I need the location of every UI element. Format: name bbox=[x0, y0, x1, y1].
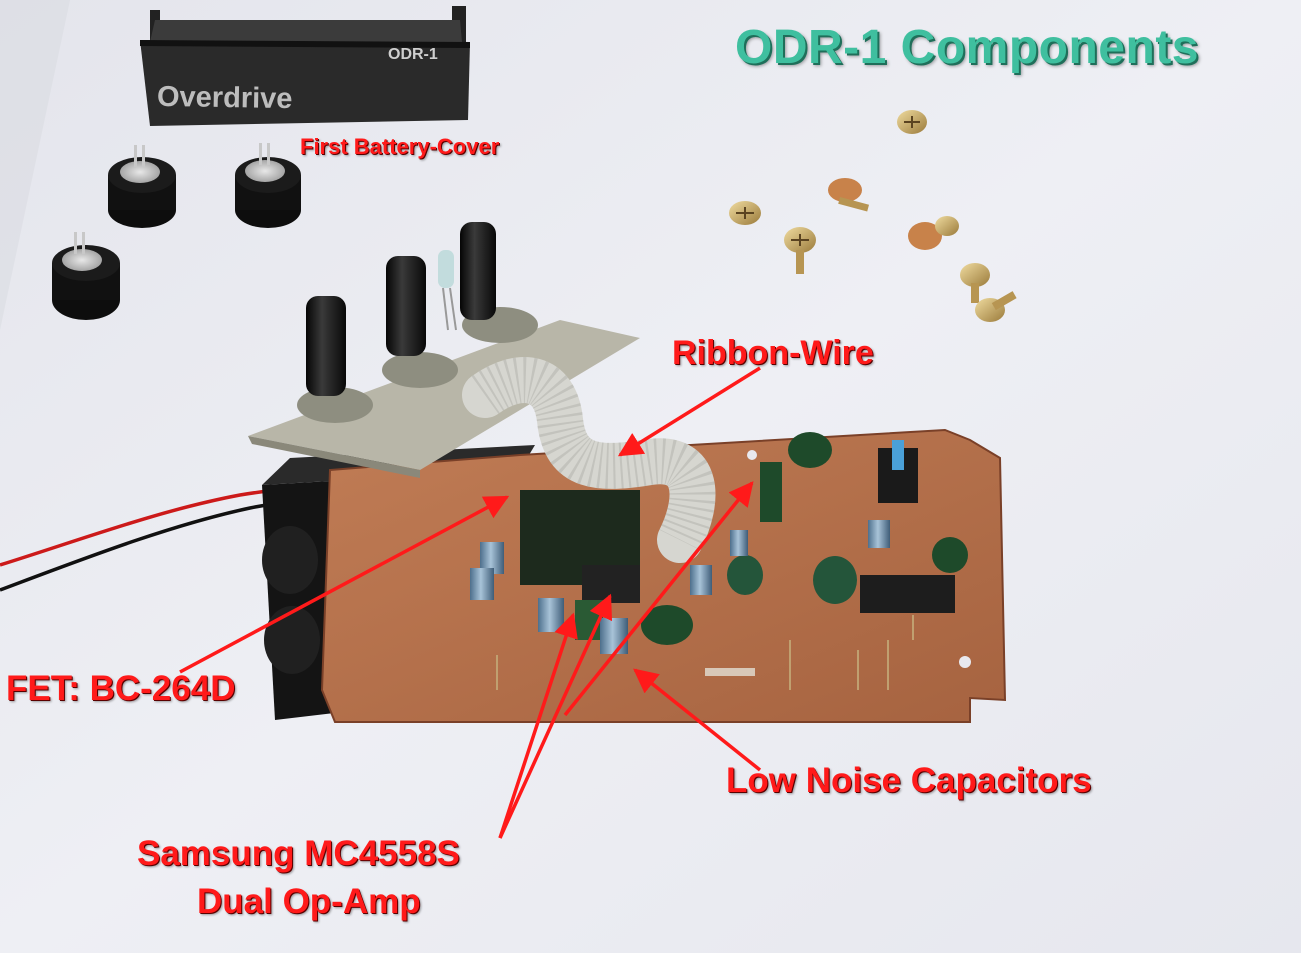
label-op-amp-line1: Samsung MC4558S bbox=[137, 834, 460, 873]
label-fet: FET: BC-264D bbox=[6, 669, 236, 708]
knob-cap bbox=[235, 143, 301, 228]
battery-cover-model-text: ODR-1 bbox=[388, 46, 438, 63]
ribbon-cable bbox=[462, 357, 716, 563]
label-low-noise-capacitors: Low Noise Capacitors bbox=[726, 761, 1092, 800]
label-op-amp-line2: Dual Op-Amp bbox=[197, 882, 421, 921]
knob-cap bbox=[108, 145, 176, 228]
annotation-arrows bbox=[179, 366, 762, 839]
screws bbox=[729, 110, 1017, 322]
potentiometer-bracket bbox=[248, 222, 640, 478]
knob-cap bbox=[52, 232, 120, 320]
battery-cover-brand-text: Overdrive bbox=[156, 80, 293, 116]
label-ribbon-wire: Ribbon-Wire bbox=[672, 334, 874, 372]
page-title: ODR-1 Components bbox=[735, 21, 1199, 74]
label-first-battery-cover: First Battery-Cover bbox=[300, 134, 500, 159]
battery-cover bbox=[140, 6, 470, 126]
